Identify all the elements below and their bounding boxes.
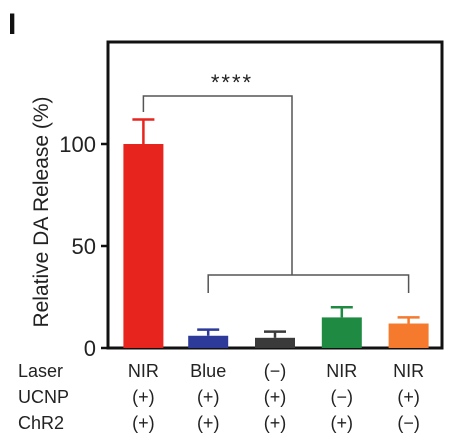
significance-bracket	[142, 95, 293, 275]
panel-label: I	[8, 8, 16, 41]
chr2-label: (+)	[331, 413, 354, 433]
laser-label: NIR	[128, 361, 159, 381]
y-tick-label: 100	[59, 132, 96, 157]
laser-label: NIR	[393, 361, 424, 381]
row-label: UCNP	[18, 387, 69, 407]
chr2-label: (+)	[132, 413, 155, 433]
bar	[255, 337, 295, 348]
laser-label: (−)	[264, 361, 287, 381]
bar	[123, 144, 164, 348]
y-tick-label: 50	[72, 234, 96, 259]
y-axis-label: Relative DA Release (%)	[30, 96, 53, 327]
chr2-label: (−)	[397, 413, 420, 433]
bar	[388, 323, 429, 348]
ucnp-label: (+)	[264, 387, 287, 407]
row-label: Laser	[18, 361, 63, 381]
ucnp-label: (+)	[397, 387, 420, 407]
row-label: ChR2	[18, 413, 64, 433]
ucnp-label: (+)	[132, 387, 155, 407]
chr2-label: (+)	[197, 413, 220, 433]
ucnp-label: (+)	[197, 387, 220, 407]
laser-label: NIR	[326, 361, 357, 381]
ucnp-label: (−)	[331, 387, 354, 407]
chr2-label: (+)	[264, 413, 287, 433]
bar	[321, 317, 362, 348]
bar	[188, 335, 229, 348]
y-tick-label: 0	[84, 336, 96, 361]
laser-label: Blue	[190, 361, 226, 381]
group-bracket	[207, 274, 410, 293]
significance-label: ****	[211, 70, 253, 95]
